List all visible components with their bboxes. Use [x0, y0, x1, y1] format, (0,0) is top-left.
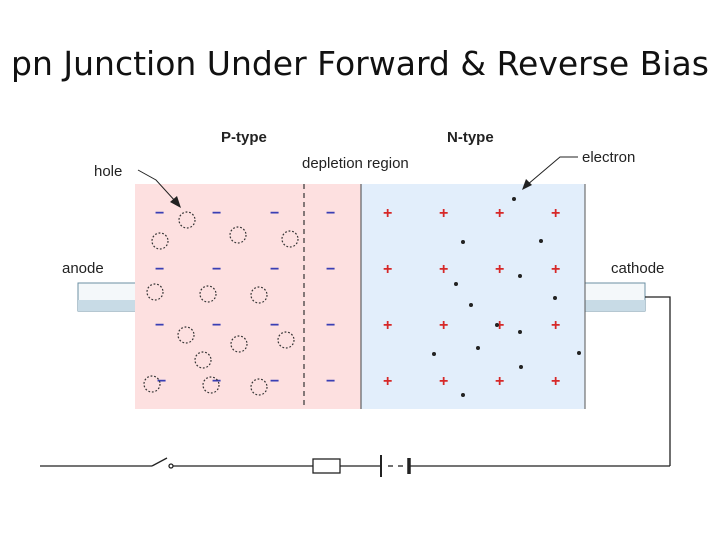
electron — [461, 240, 465, 244]
donor-ion: + — [439, 205, 448, 222]
donor-ion: + — [383, 205, 392, 222]
acceptor-ion: − — [155, 205, 164, 222]
hole — [250, 286, 268, 304]
n-type-label: N-type — [447, 129, 494, 146]
acceptor-ion: − — [212, 317, 221, 334]
donor-ion: + — [383, 317, 392, 334]
acceptor-ion: − — [270, 205, 279, 222]
hole — [277, 331, 295, 349]
donor-ion: + — [551, 261, 560, 278]
hole — [199, 285, 217, 303]
electron — [432, 352, 436, 356]
resistor — [312, 458, 341, 474]
acceptor-ion: − — [270, 317, 279, 334]
acceptor-ion: − — [212, 373, 221, 390]
electron — [553, 296, 557, 300]
acceptor-ion: − — [155, 317, 164, 334]
cathode-label: cathode — [611, 260, 664, 277]
electron — [454, 282, 458, 286]
circuit-wire-return — [645, 296, 671, 466]
page-title: pn Junction Under Forward & Reverse Bias — [11, 44, 709, 83]
acceptor-ion: − — [326, 261, 335, 278]
donor-ion: + — [439, 373, 448, 390]
hole — [151, 232, 169, 250]
hole — [143, 375, 161, 393]
acceptor-ion: − — [326, 317, 335, 334]
donor-ion: + — [551, 205, 560, 222]
donor-ion: + — [551, 317, 560, 334]
acceptor-ion: − — [212, 205, 221, 222]
hole-callout — [137, 169, 181, 208]
donor-ion: + — [495, 261, 504, 278]
electron — [476, 346, 480, 350]
hole — [178, 211, 196, 229]
acceptor-ion: − — [326, 205, 335, 222]
acceptor-ion: − — [270, 373, 279, 390]
donor-ion: + — [439, 261, 448, 278]
p-region — [135, 184, 361, 409]
electron — [469, 303, 473, 307]
donor-ion: + — [383, 261, 392, 278]
p-type-label: P-type — [221, 129, 267, 146]
cathode-lead — [584, 282, 646, 312]
hole — [177, 326, 195, 344]
depletion-region-label: depletion region — [302, 155, 409, 172]
hole-label: hole — [94, 163, 122, 180]
hole — [281, 230, 299, 248]
switch-blade — [151, 457, 168, 467]
anode-lead — [77, 282, 137, 312]
electron — [518, 274, 522, 278]
electron-callout — [522, 156, 578, 190]
electron — [461, 393, 465, 397]
hole — [230, 335, 248, 353]
electrons — [432, 197, 581, 397]
electron — [539, 239, 543, 243]
hole — [194, 351, 212, 369]
donor-ion: + — [383, 373, 392, 390]
hole — [250, 378, 268, 396]
electron — [495, 323, 499, 327]
donor-ion: + — [551, 373, 560, 390]
acceptor-ion: − — [157, 373, 166, 390]
acceptor-ion: − — [212, 261, 221, 278]
acceptor-ion: − — [155, 261, 164, 278]
donor-ions: + + + + + + + + + + + + + + + + — [383, 205, 560, 390]
switch-contact — [168, 463, 174, 469]
n-region — [361, 184, 585, 409]
electron-label: electron — [582, 149, 635, 166]
donor-ion: + — [495, 205, 504, 222]
hole — [202, 376, 220, 394]
electron — [519, 365, 523, 369]
acceptor-ion: − — [270, 261, 279, 278]
acceptor-ions: − − − − − − − − − − − − − − − − — [155, 205, 335, 390]
hole — [146, 283, 164, 301]
holes — [143, 211, 299, 396]
electron — [577, 351, 581, 355]
anode-label: anode — [62, 260, 104, 277]
electron — [518, 330, 522, 334]
external-circuit — [40, 296, 671, 477]
donor-ion: + — [495, 317, 504, 334]
acceptor-ion: − — [326, 373, 335, 390]
donor-ion: + — [439, 317, 448, 334]
hole — [229, 226, 247, 244]
donor-ion: + — [495, 373, 504, 390]
electron — [512, 197, 516, 201]
